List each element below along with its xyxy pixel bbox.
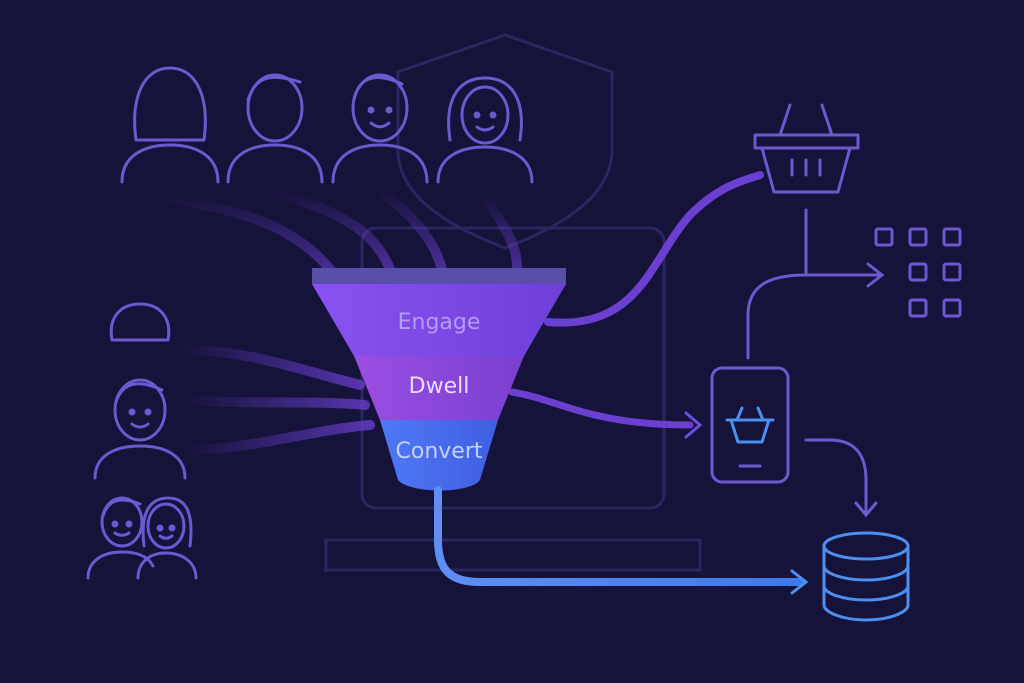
person-icon-man-3 <box>93 378 187 480</box>
arrowhead-phone <box>684 411 703 439</box>
person-icon-man-2 <box>331 73 429 184</box>
smartphone-icon <box>710 366 790 484</box>
arrowhead-database <box>790 569 809 595</box>
flow-to-phone <box>508 388 694 429</box>
person-icon-partial <box>109 302 171 342</box>
flow-to-basket <box>544 171 764 327</box>
person-icon-couple <box>86 496 198 580</box>
funnel-stage-convert <box>380 420 498 491</box>
person-icon-woman-2 <box>436 76 534 184</box>
person-icon-man-1 <box>226 73 324 184</box>
flow-to-database <box>434 486 804 586</box>
shield-icon <box>396 33 614 250</box>
incoming-flows-left <box>175 345 375 455</box>
grid-icon <box>874 227 962 318</box>
stage-label-engage: Engage <box>398 310 481 335</box>
connectors-right <box>746 208 885 518</box>
outgoing-flows <box>434 171 809 595</box>
funnel-stage-engage <box>312 284 566 356</box>
funnel-stage-dwell <box>354 356 524 420</box>
basket-icon-small <box>725 406 775 444</box>
shopping-basket-icon <box>753 103 860 194</box>
person-icon-woman-1 <box>120 66 220 184</box>
stage-label-dwell: Dwell <box>409 374 470 399</box>
stage-label-convert: Convert <box>396 439 483 464</box>
funnel-rim <box>312 268 566 284</box>
database-icon <box>822 531 910 622</box>
funnel: Engage Dwell Convert <box>312 268 566 491</box>
